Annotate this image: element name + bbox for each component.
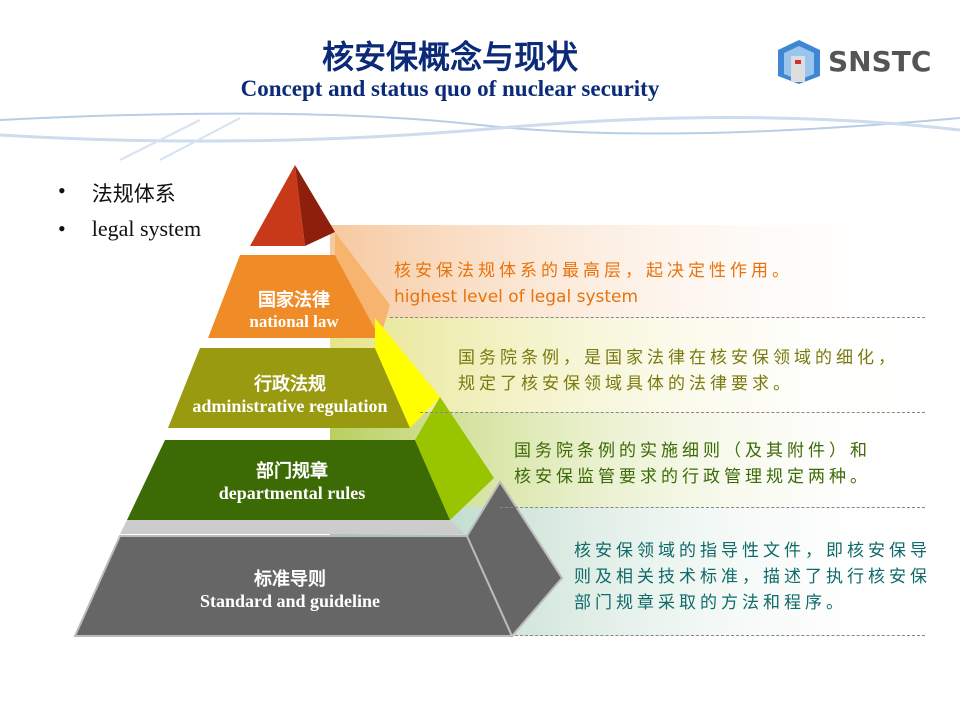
page-title: 核安保概念与现状: [321, 38, 578, 76]
level-1-description: 核安保法规体系的最高层，起决定性作用。highest level of lega…: [394, 261, 793, 307]
page-subtitle: Concept and status quo of nuclear securi…: [240, 76, 660, 101]
level-4-description: 核安保领域的指导性文件，即核安保导则及相关技术标准，描述了执行核安保部门规章采取…: [574, 541, 931, 613]
pyramid-level-2: [168, 348, 410, 428]
divider: [515, 635, 925, 636]
bullet-item: •法规体系: [58, 178, 176, 206]
pyramid-apex: [250, 165, 305, 246]
bullet-item: •legal system: [58, 216, 202, 241]
level-3-description: 国务院条例的实施细则（及其附件）和核安保监管要求的行政管理规定两种。: [514, 441, 871, 487]
level-2-description: 国务院条例，是国家法律在核安保领域的细化，规定了核安保领域具体的法律要求。: [458, 348, 899, 394]
logo-cube-icon: [778, 40, 820, 84]
logo-text: SNSTC: [828, 44, 932, 78]
logo: SNSTC: [776, 38, 931, 84]
divider: [420, 412, 925, 413]
divider: [390, 317, 925, 318]
pyramid-level-1: [208, 255, 380, 338]
pyramid-apex-side: [295, 165, 335, 246]
divider: [500, 507, 925, 508]
pyramid-level-3: [127, 440, 450, 520]
